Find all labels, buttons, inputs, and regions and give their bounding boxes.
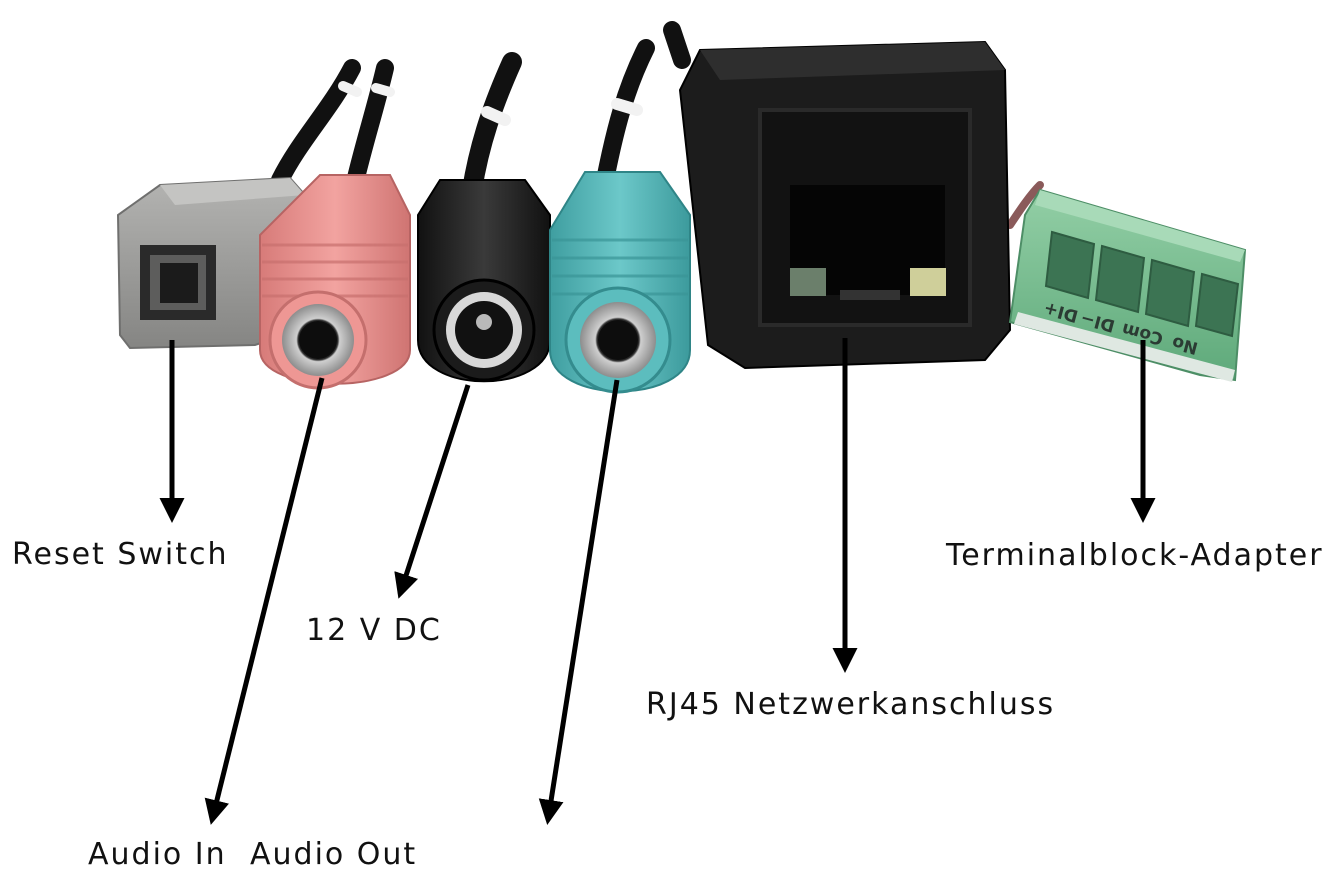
label-audio-in: Audio In (88, 837, 227, 872)
rj45-led-yellow (910, 268, 946, 296)
dc-power-jack (417, 179, 551, 383)
label-audio-out: Audio Out (250, 837, 418, 872)
rj45-socket (678, 40, 1012, 370)
terminal-block: No Com DI− DI+ (1008, 188, 1247, 382)
label-reset-switch: Reset Switch (12, 537, 229, 572)
rj45-led-green (790, 268, 826, 296)
arrows (159, 338, 1156, 825)
audio-out-jack (549, 171, 691, 394)
label-terminal-block: Terminalblock-Adapter (946, 538, 1324, 573)
audio-in-jack (259, 174, 411, 390)
label-12v-dc: 12 V DC (306, 613, 442, 648)
arrow-audio-in (204, 377, 325, 825)
cables (271, 21, 1044, 229)
label-rj45: RJ45 Netzwerkanschluss (646, 687, 1056, 722)
reset-switch (116, 176, 307, 350)
arrow-audio-out (538, 379, 620, 825)
arrow-dc (394, 384, 471, 599)
